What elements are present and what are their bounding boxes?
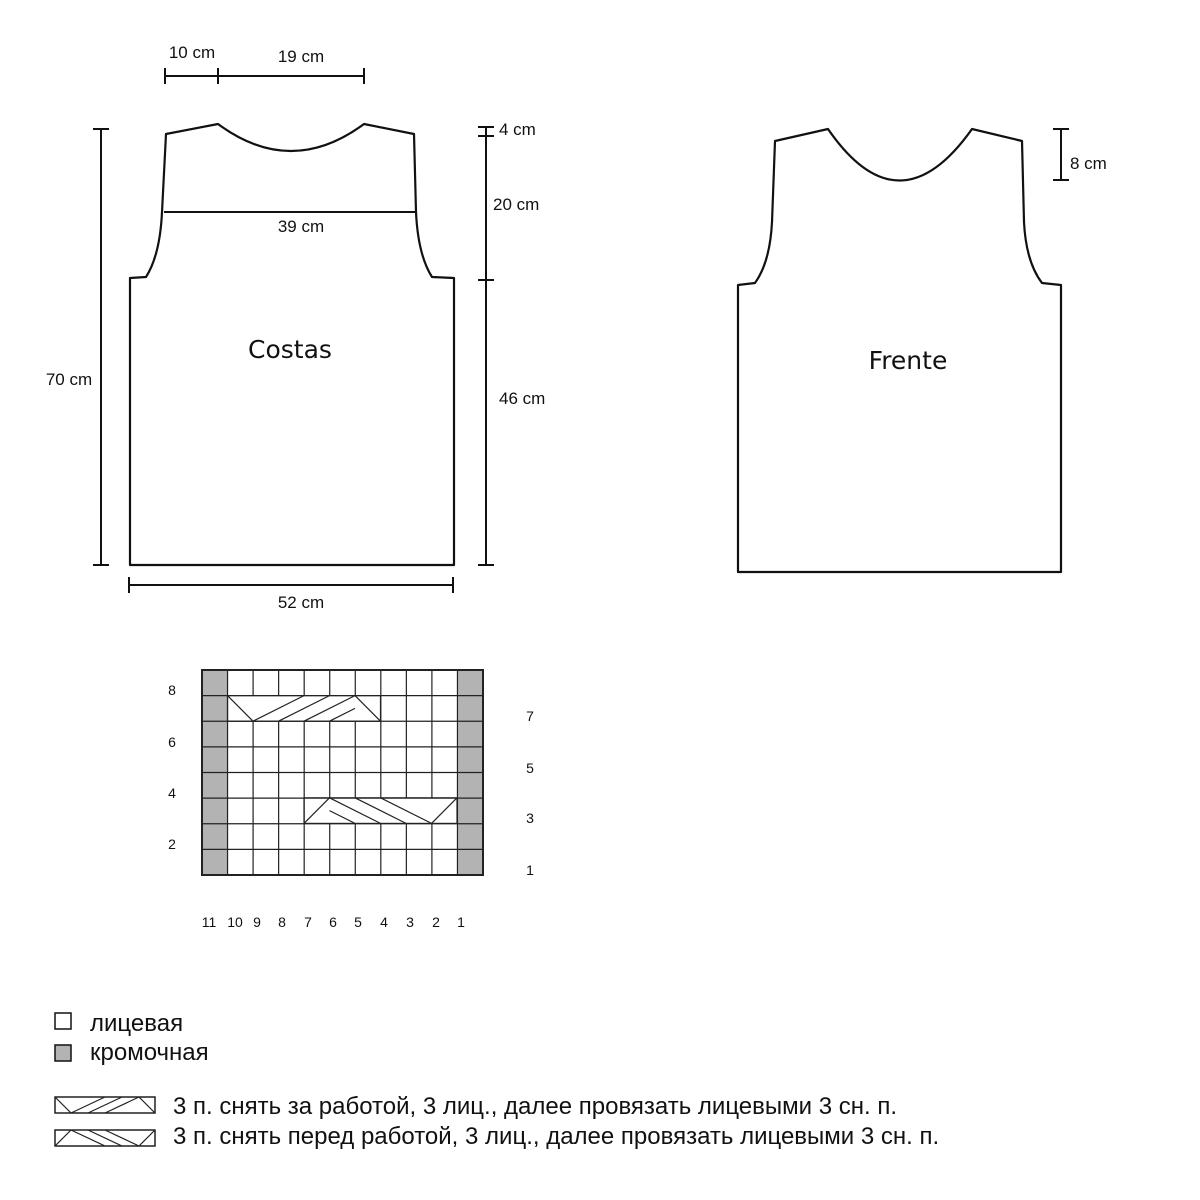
dim-right: 4 cm 20 cm 46 cm (478, 120, 545, 566)
col-label-5: 5 (354, 914, 362, 930)
col-label-1: 1 (457, 914, 465, 930)
row-label-5: 5 (526, 760, 534, 776)
dim-neck-label: 19 cm (278, 47, 324, 66)
dim-front-neck: 8 cm (1053, 128, 1107, 181)
front-outline (736, 127, 1063, 574)
back-title: Costas (248, 335, 332, 364)
dim-yoke-label: 39 cm (278, 217, 324, 236)
col-label-3: 3 (406, 914, 414, 930)
back-outline (128, 122, 456, 567)
chart-grid (202, 670, 483, 875)
row-label-1: 1 (526, 862, 534, 878)
cable-symbol-back (226, 694, 382, 722)
legend: лицевая кромочная 3 п. снять за работой,… (54, 1010, 939, 1150)
legend-edge-swatch (54, 1044, 72, 1062)
front-piece: Frente 8 cm (736, 127, 1107, 574)
col-label-6: 6 (329, 914, 337, 930)
chart-border (201, 669, 484, 876)
legend-cable-back-label: 3 п. снять за работой, 3 лиц., далее про… (173, 1093, 897, 1120)
col-label-7: 7 (304, 914, 312, 930)
legend-knit-label: лицевая (90, 1010, 183, 1037)
dim-side-label: 46 cm (499, 389, 545, 408)
dim-neck-depth-label: 4 cm (499, 120, 536, 139)
legend-cable-back-icon (54, 1096, 156, 1114)
col-label-2: 2 (432, 914, 440, 930)
dim-armhole-label: 20 cm (493, 195, 539, 214)
dim-length: 70 cm (46, 128, 109, 566)
legend-cable-front-label: 3 п. снять перед работой, 3 лиц., далее … (173, 1123, 939, 1150)
dim-top: 10 cm 19 cm (164, 43, 365, 84)
stitch-chart: 8 6 4 2 7 5 3 1 11 10 9 8 7 6 5 4 3 2 1 (168, 669, 534, 930)
dim-shoulder-label: 10 cm (169, 43, 215, 62)
row-label-7: 7 (526, 708, 534, 724)
legend-knit-swatch (54, 1012, 72, 1030)
dim-length-label: 70 cm (46, 370, 92, 389)
row-label-3: 3 (526, 810, 534, 826)
front-title: Frente (869, 346, 948, 375)
col-label-10: 10 (227, 914, 243, 930)
back-piece: Costas 10 cm 19 cm 70 cm 4 cm 20 cm 4 (46, 43, 545, 612)
dim-front-neck-label: 8 cm (1070, 154, 1107, 173)
cable-symbol-front (303, 797, 458, 824)
col-label-9: 9 (253, 914, 261, 930)
legend-edge-label: кромочная (90, 1039, 209, 1066)
row-label-8: 8 (168, 682, 176, 698)
legend-cable-front-icon (54, 1129, 156, 1147)
dim-width-label: 52 cm (278, 593, 324, 612)
row-label-4: 4 (168, 785, 176, 801)
col-label-4: 4 (380, 914, 388, 930)
col-label-8: 8 (278, 914, 286, 930)
row-label-2: 2 (168, 836, 176, 852)
dim-width: 52 cm (128, 577, 454, 612)
row-label-6: 6 (168, 734, 176, 750)
col-label-11: 11 (202, 914, 217, 930)
